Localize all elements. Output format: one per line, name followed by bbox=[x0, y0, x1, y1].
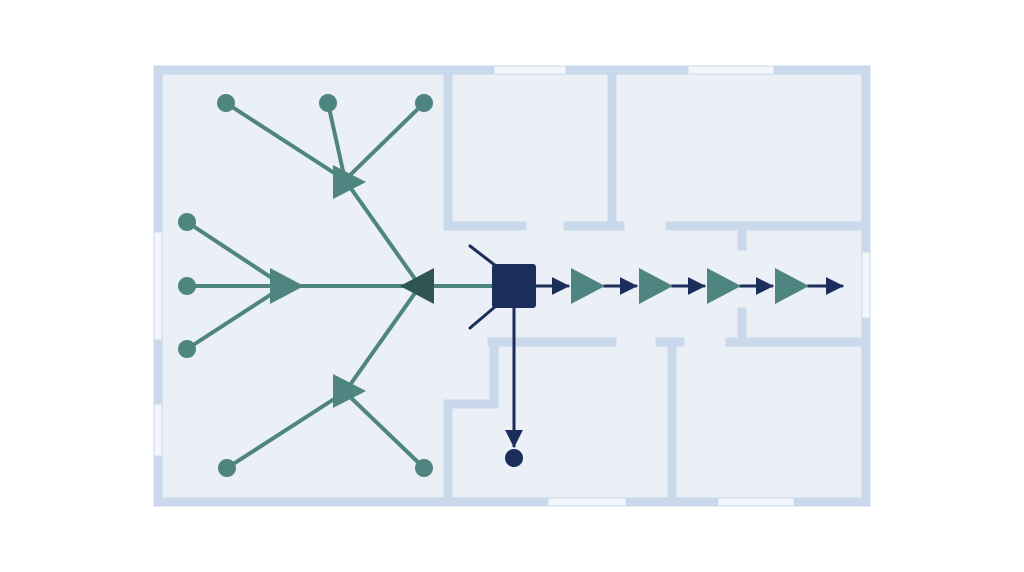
circle-node-icon bbox=[415, 94, 433, 112]
edge-b1 bbox=[185, 220, 286, 288]
square-hub-icon bbox=[492, 264, 536, 308]
edge-a2 bbox=[326, 101, 347, 182]
window-top-2 bbox=[687, 65, 775, 75]
window-left-2 bbox=[153, 403, 163, 457]
window-top-1 bbox=[493, 65, 567, 75]
windows bbox=[153, 65, 871, 507]
circle-node-icon bbox=[178, 277, 196, 295]
triangle-relay-icon bbox=[707, 268, 741, 304]
edge-c-merge bbox=[343, 284, 422, 394]
edge-a3 bbox=[343, 101, 426, 182]
edge-a1 bbox=[224, 101, 347, 182]
merge-nodes bbox=[270, 165, 434, 408]
edge-c1 bbox=[225, 390, 347, 470]
circle-node-icon bbox=[178, 213, 196, 231]
hub-outputs bbox=[468, 244, 844, 448]
triangle-relay-icon bbox=[639, 268, 673, 304]
hub-tick-lower bbox=[468, 304, 498, 330]
circle-node-icon bbox=[178, 340, 196, 358]
circle-node-icon bbox=[319, 94, 337, 112]
triangle-merge-icon bbox=[333, 165, 366, 199]
window-bottom-2 bbox=[717, 497, 795, 507]
hub-tick-upper bbox=[468, 244, 498, 268]
window-left-1 bbox=[153, 231, 163, 341]
window-right bbox=[861, 251, 871, 319]
triangle-relay-icon bbox=[775, 268, 809, 304]
triangle-merge-icon bbox=[400, 268, 434, 304]
circle-node-icon bbox=[217, 94, 235, 112]
edge-c2 bbox=[343, 390, 426, 470]
relay-nodes bbox=[571, 268, 809, 304]
circle-node-icon bbox=[218, 459, 236, 477]
triangle-relay-icon bbox=[571, 268, 605, 304]
edge-a-merge bbox=[343, 178, 422, 288]
triangle-merge-icon bbox=[270, 268, 304, 304]
interior-walls bbox=[443, 65, 867, 507]
circle-sink-icon bbox=[505, 449, 523, 467]
window-bottom-1 bbox=[547, 497, 627, 507]
circle-node-icon bbox=[415, 459, 433, 477]
source-nodes bbox=[178, 94, 433, 477]
edge-b3 bbox=[185, 284, 286, 351]
source-network bbox=[185, 101, 496, 470]
triangle-merge-icon bbox=[333, 374, 366, 408]
